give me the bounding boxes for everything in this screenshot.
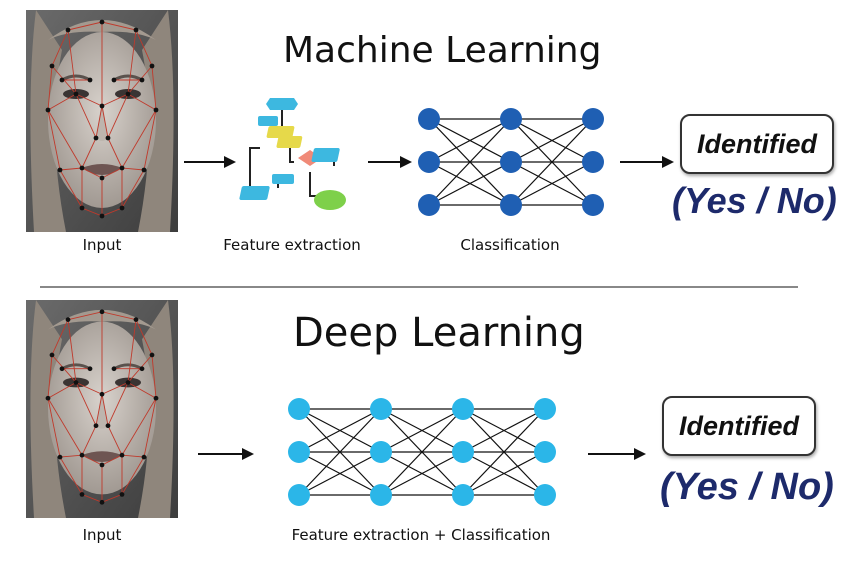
result-label-dl: (Yes / No) — [660, 466, 834, 508]
network-node — [418, 194, 440, 216]
network-connection — [462, 408, 546, 496]
network-connection — [428, 118, 512, 163]
network-node — [452, 398, 474, 420]
network-node — [500, 151, 522, 173]
arrow-right-icon — [198, 448, 254, 460]
network-connection — [510, 118, 594, 163]
network-node — [288, 441, 310, 463]
network-connection — [298, 408, 382, 496]
feature-extraction-caption: Feature extraction — [223, 236, 361, 254]
network-connection — [510, 118, 594, 206]
flowchart-icon — [239, 98, 346, 210]
classification-caption: Classification — [460, 236, 560, 254]
network-connection — [380, 451, 464, 496]
network-connection — [462, 408, 546, 453]
result-label-ml: (Yes / No) — [672, 180, 837, 221]
network-connection — [380, 408, 464, 496]
arrow-right-icon — [588, 448, 646, 460]
network-node — [534, 484, 556, 506]
network-connection — [428, 118, 512, 206]
network-connection — [298, 408, 382, 453]
network-node — [452, 441, 474, 463]
network-node — [534, 441, 556, 463]
input-face-image-ml — [26, 10, 178, 232]
neural-network-ml — [418, 108, 604, 216]
arrow-right-icon — [620, 156, 674, 168]
input-caption-ml: Input — [82, 236, 122, 254]
network-node — [418, 151, 440, 173]
arrow-right-icon — [184, 156, 236, 168]
face-landmark-illustration — [26, 300, 178, 518]
network-connection — [510, 161, 594, 206]
deep-learning-title: Deep Learning — [293, 310, 585, 356]
network-node — [582, 108, 604, 130]
network-node — [452, 484, 474, 506]
network-node — [582, 151, 604, 173]
section-divider — [40, 286, 798, 288]
network-connection — [462, 451, 546, 496]
network-node — [500, 194, 522, 216]
network-connection — [298, 451, 382, 496]
network-node — [288, 398, 310, 420]
network-node — [370, 398, 392, 420]
network-node — [582, 194, 604, 216]
network-node — [418, 108, 440, 130]
network-node — [370, 441, 392, 463]
input-caption-dl: Input — [82, 526, 122, 544]
neural-network-dl — [288, 398, 556, 506]
network-node — [500, 108, 522, 130]
face-landmark-illustration — [26, 10, 178, 232]
feature-extraction-classification-caption: Feature extraction + Classification — [291, 526, 551, 544]
identified-box-ml: Identified — [680, 114, 834, 174]
arrow-right-icon — [368, 156, 412, 168]
network-node — [370, 484, 392, 506]
machine-learning-title: Machine Learning — [283, 30, 602, 71]
network-node — [534, 398, 556, 420]
input-face-image-dl — [26, 300, 178, 518]
network-connection — [428, 161, 512, 206]
network-connection — [380, 408, 464, 453]
network-node — [288, 484, 310, 506]
identified-box-dl: Identified — [662, 396, 816, 456]
